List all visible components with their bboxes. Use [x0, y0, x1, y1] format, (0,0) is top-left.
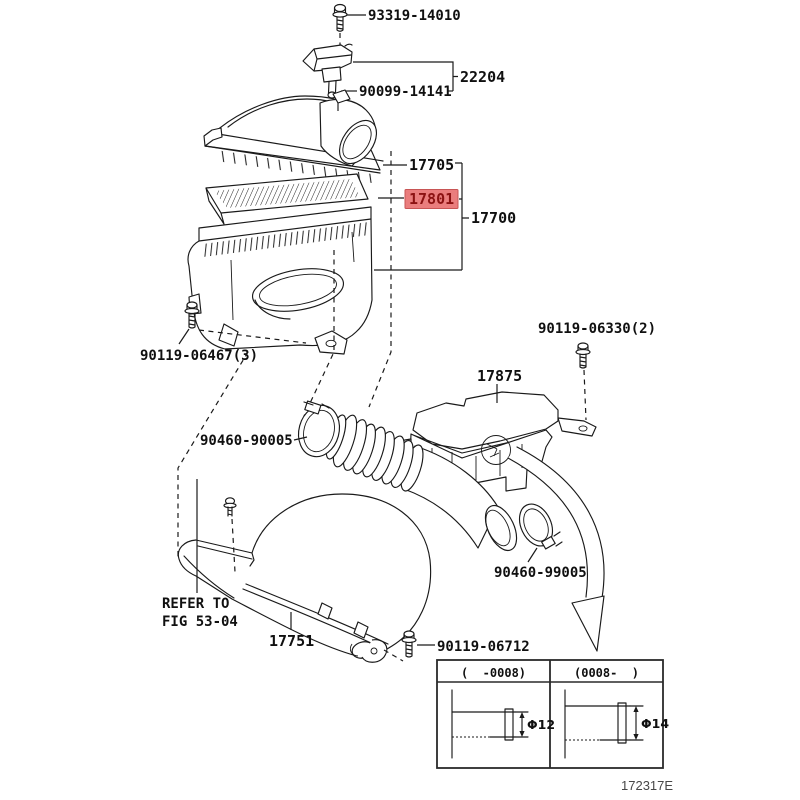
part-label-duct: 17751 — [269, 632, 314, 650]
part-label-clamp-inlet: 90460-90005 — [200, 433, 293, 449]
part-label-cap: 17705 — [409, 156, 454, 174]
refer-note-line1: REFER TO — [162, 596, 229, 612]
leader-case-bolt — [178, 328, 190, 345]
part-label-case-bolt: 90119-06467(3) — [140, 348, 258, 364]
pipe-dimension-left: Φ12 — [527, 717, 555, 732]
case-louver-fins — [203, 222, 369, 257]
assembly-dash-snout-hose — [368, 151, 392, 408]
hose-clamp-inlet-drawing — [297, 400, 341, 458]
leader-clamp-inlet — [293, 436, 308, 441]
duct-bolt-drawing — [401, 630, 417, 658]
air-cleaner-cap-drawing — [203, 89, 384, 183]
sensor-bolt-drawing — [332, 3, 348, 32]
duct-screw-drawing — [223, 497, 237, 517]
cap-clip-ticks — [216, 150, 372, 183]
part-label-resonator: 17875 — [477, 367, 522, 385]
part-label-duct-bolt: 90119-06712 — [437, 639, 530, 655]
part-label-air-cleaner-assy: 17700 — [471, 209, 516, 227]
pipe-dimension-right: Φ14 — [641, 716, 669, 731]
assembly-dash-case-bolt — [198, 329, 307, 344]
figure-code: 172317E — [621, 778, 673, 793]
intake-duct-drawing — [177, 493, 432, 663]
resonator-bolt-drawing — [575, 342, 591, 369]
part-label-resonator-bolt: 90119-06330(2) — [538, 321, 656, 337]
assembly-dash-case-duct — [177, 351, 249, 603]
table-header-right: (0008- ) — [574, 666, 639, 680]
pipe-diagram-left: Φ12 — [451, 689, 555, 759]
hose-clamp-outlet-drawing — [518, 503, 563, 550]
variant-table: ( -0008) (0008- ) Φ12 Φ14 — [436, 659, 669, 769]
air-cleaner-case-drawing — [187, 206, 373, 355]
table-header-left: ( -0008) — [461, 666, 526, 680]
leader-clamp-outlet — [527, 547, 538, 563]
part-label-maf-sensor: 22204 — [460, 68, 505, 86]
part-label-bolt-sensor: 93319-14010 — [368, 8, 461, 24]
detail-arrow — [507, 446, 605, 652]
assembly-dash-duct-bolt — [383, 649, 404, 662]
bracket-22204 — [353, 61, 458, 91]
bracket-17700 — [374, 162, 469, 271]
pipe-diagram-right: Φ14 — [564, 689, 669, 759]
part-label-oring: 90099-14141 — [359, 84, 452, 100]
part-label-clamp-outlet: 90460-99005 — [494, 565, 587, 581]
maf-sensor-drawing — [302, 43, 353, 99]
part-label-filter: 17801 — [409, 190, 454, 208]
highlight-box-filter — [404, 189, 459, 209]
assembly-dash-resonator-bolt — [583, 369, 587, 421]
refer-note-line2: FIG 53-04 — [162, 614, 238, 630]
case-bolt-drawing — [184, 301, 200, 329]
filter-element-drawing — [205, 173, 369, 225]
